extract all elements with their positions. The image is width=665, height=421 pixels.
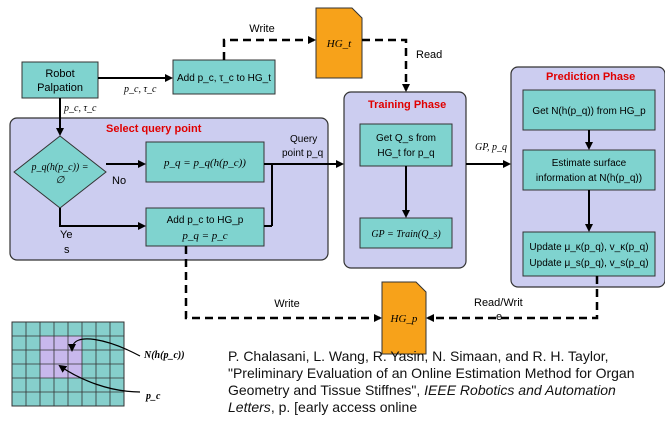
hgt-label: HG_t bbox=[326, 38, 352, 50]
get-n-label: Get N(h(p_q)) from HG_p bbox=[532, 106, 646, 117]
add-hgp-box bbox=[145, 207, 265, 247]
get-qs-label-1: Get Q_s from bbox=[376, 133, 436, 144]
hgp-label: HG_p bbox=[390, 313, 418, 325]
estimate-label-2: information at N(h(p_q)) bbox=[536, 173, 642, 184]
citation-tail: , p. [early access online bbox=[270, 399, 418, 415]
assign-pq-label: p_q = p_q(h(p_c)) bbox=[163, 157, 246, 169]
yes-label-2: s bbox=[64, 244, 70, 256]
no-label: No bbox=[112, 175, 126, 187]
add-hgp-label-1: Add p_c to HG_p bbox=[167, 215, 244, 226]
write-hgp-dashed-arrow bbox=[184, 246, 382, 322]
assign-pq-box bbox=[145, 141, 265, 183]
point-pointer-arrow bbox=[58, 364, 141, 393]
update-label-1: Update μ_κ(p_q), v_κ(p_q) bbox=[529, 242, 648, 253]
pc-tc-down-label: p_c, τ_c bbox=[63, 103, 97, 114]
estimate-label-1: Estimate surface bbox=[552, 158, 627, 169]
get-qs-box bbox=[359, 123, 453, 167]
citation-journal: IEEE Robotics and Automation Letters bbox=[228, 382, 616, 415]
update-label-2: Update μ_s(p_q), v_s(p_q) bbox=[529, 258, 648, 269]
yes-label-1: Ye bbox=[60, 229, 72, 241]
pc-tc-right-label: p_c, τ_c bbox=[123, 84, 157, 95]
neighborhood-grid bbox=[11, 321, 125, 407]
citation: P. Chalasani, L. Wang, R. Yasin, N. Sima… bbox=[228, 348, 658, 418]
train-label: GP = Train(Q_s) bbox=[371, 229, 441, 240]
robot-palpation-box bbox=[21, 61, 99, 99]
write-top-label: Write bbox=[249, 23, 274, 35]
add-hgt-label: Add p_c, τ_c to HG_t bbox=[177, 73, 271, 84]
get-qs-label-2: HG_t for p_q bbox=[377, 148, 434, 159]
readwrite-label-1: Read/Writ bbox=[474, 297, 523, 309]
neighborhood-pointer-arrow bbox=[68, 338, 141, 357]
point-label: p_c bbox=[145, 391, 161, 402]
robot-label-2: Palpation bbox=[37, 82, 83, 94]
update-box bbox=[522, 231, 656, 277]
get-n-box bbox=[522, 89, 656, 131]
hgt-document bbox=[315, 7, 363, 79]
query-label-1: Query bbox=[290, 134, 317, 145]
neighborhood-label: N(h(p_c)) bbox=[143, 350, 185, 361]
write-bottom-label: Write bbox=[274, 298, 299, 310]
robot-label-1: Robot bbox=[45, 68, 74, 80]
add-hgt-box bbox=[172, 59, 276, 95]
decision-label-2: ∅ bbox=[56, 175, 66, 186]
read-hgt-dashed-arrow bbox=[362, 38, 410, 92]
decision-label-1: p_q(h(p_c)) = bbox=[30, 162, 88, 173]
training-title: Training Phase bbox=[368, 99, 446, 111]
decision-yes-arrow bbox=[59, 208, 146, 230]
query-label-2: point p_q bbox=[282, 148, 323, 159]
gp-pq-label: GP, p_q bbox=[475, 142, 507, 153]
readwrite-hgp-dashed-arrow bbox=[426, 276, 599, 322]
train-box bbox=[359, 217, 453, 249]
read-top-label: Read bbox=[416, 49, 442, 61]
add-hgp-label-2: p_q = p_c bbox=[181, 230, 227, 242]
write-hgt-dashed-arrow bbox=[222, 36, 316, 60]
readwrite-label-2: e bbox=[496, 311, 502, 323]
estimate-box bbox=[522, 149, 656, 191]
citation-authors: P. Chalasani, L. Wang, R. Yasin, N. Sima… bbox=[228, 348, 635, 398]
prediction-title: Prediction Phase bbox=[546, 71, 635, 83]
select-query-title: Select query point bbox=[106, 123, 202, 135]
hgp-document bbox=[381, 281, 427, 355]
